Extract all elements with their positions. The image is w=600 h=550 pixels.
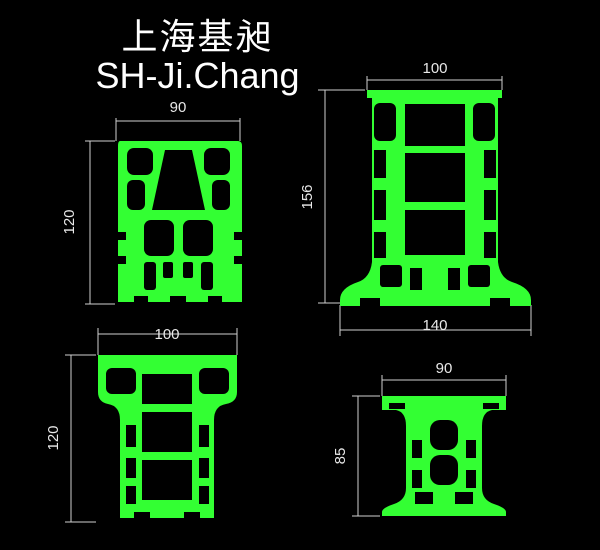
profile-b-base-label: 140 xyxy=(422,317,447,334)
profile-a: 90 120 xyxy=(61,99,242,305)
profile-d-height-dimension: 85 xyxy=(332,395,380,517)
brand-title-chinese: 上海基昶 xyxy=(121,17,274,58)
profile-a-shape xyxy=(118,141,242,302)
profile-a-width-dimension: 90 xyxy=(115,99,241,141)
profile-d: 90 85 xyxy=(332,360,507,517)
profile-c: 100 120 xyxy=(45,326,238,523)
profile-d-height-label: 85 xyxy=(332,448,349,465)
profile-c-height-label: 120 xyxy=(45,425,62,450)
profile-d-width-label: 90 xyxy=(436,360,453,377)
profile-a-height-label: 120 xyxy=(61,209,78,234)
brand-title-english: SH-Ji.Chang xyxy=(95,55,300,96)
profile-b-width-dimension: 100 xyxy=(366,60,503,90)
profile-b-height-label: 156 xyxy=(299,184,316,209)
profile-b-height-dimension: 156 xyxy=(299,89,365,304)
profile-a-width-label: 90 xyxy=(170,99,187,116)
profile-c-width-dimension: 100 xyxy=(97,326,238,355)
profile-a-height-dimension: 120 xyxy=(61,140,115,305)
profile-d-width-dimension: 90 xyxy=(381,360,507,396)
profile-b-base-dimension: 140 xyxy=(339,305,532,336)
profile-b-width-label: 100 xyxy=(422,60,447,77)
profile-b: 100 156 140 xyxy=(299,60,532,336)
profile-c-width-label: 100 xyxy=(154,326,179,343)
profile-c-height-dimension: 120 xyxy=(45,354,96,523)
